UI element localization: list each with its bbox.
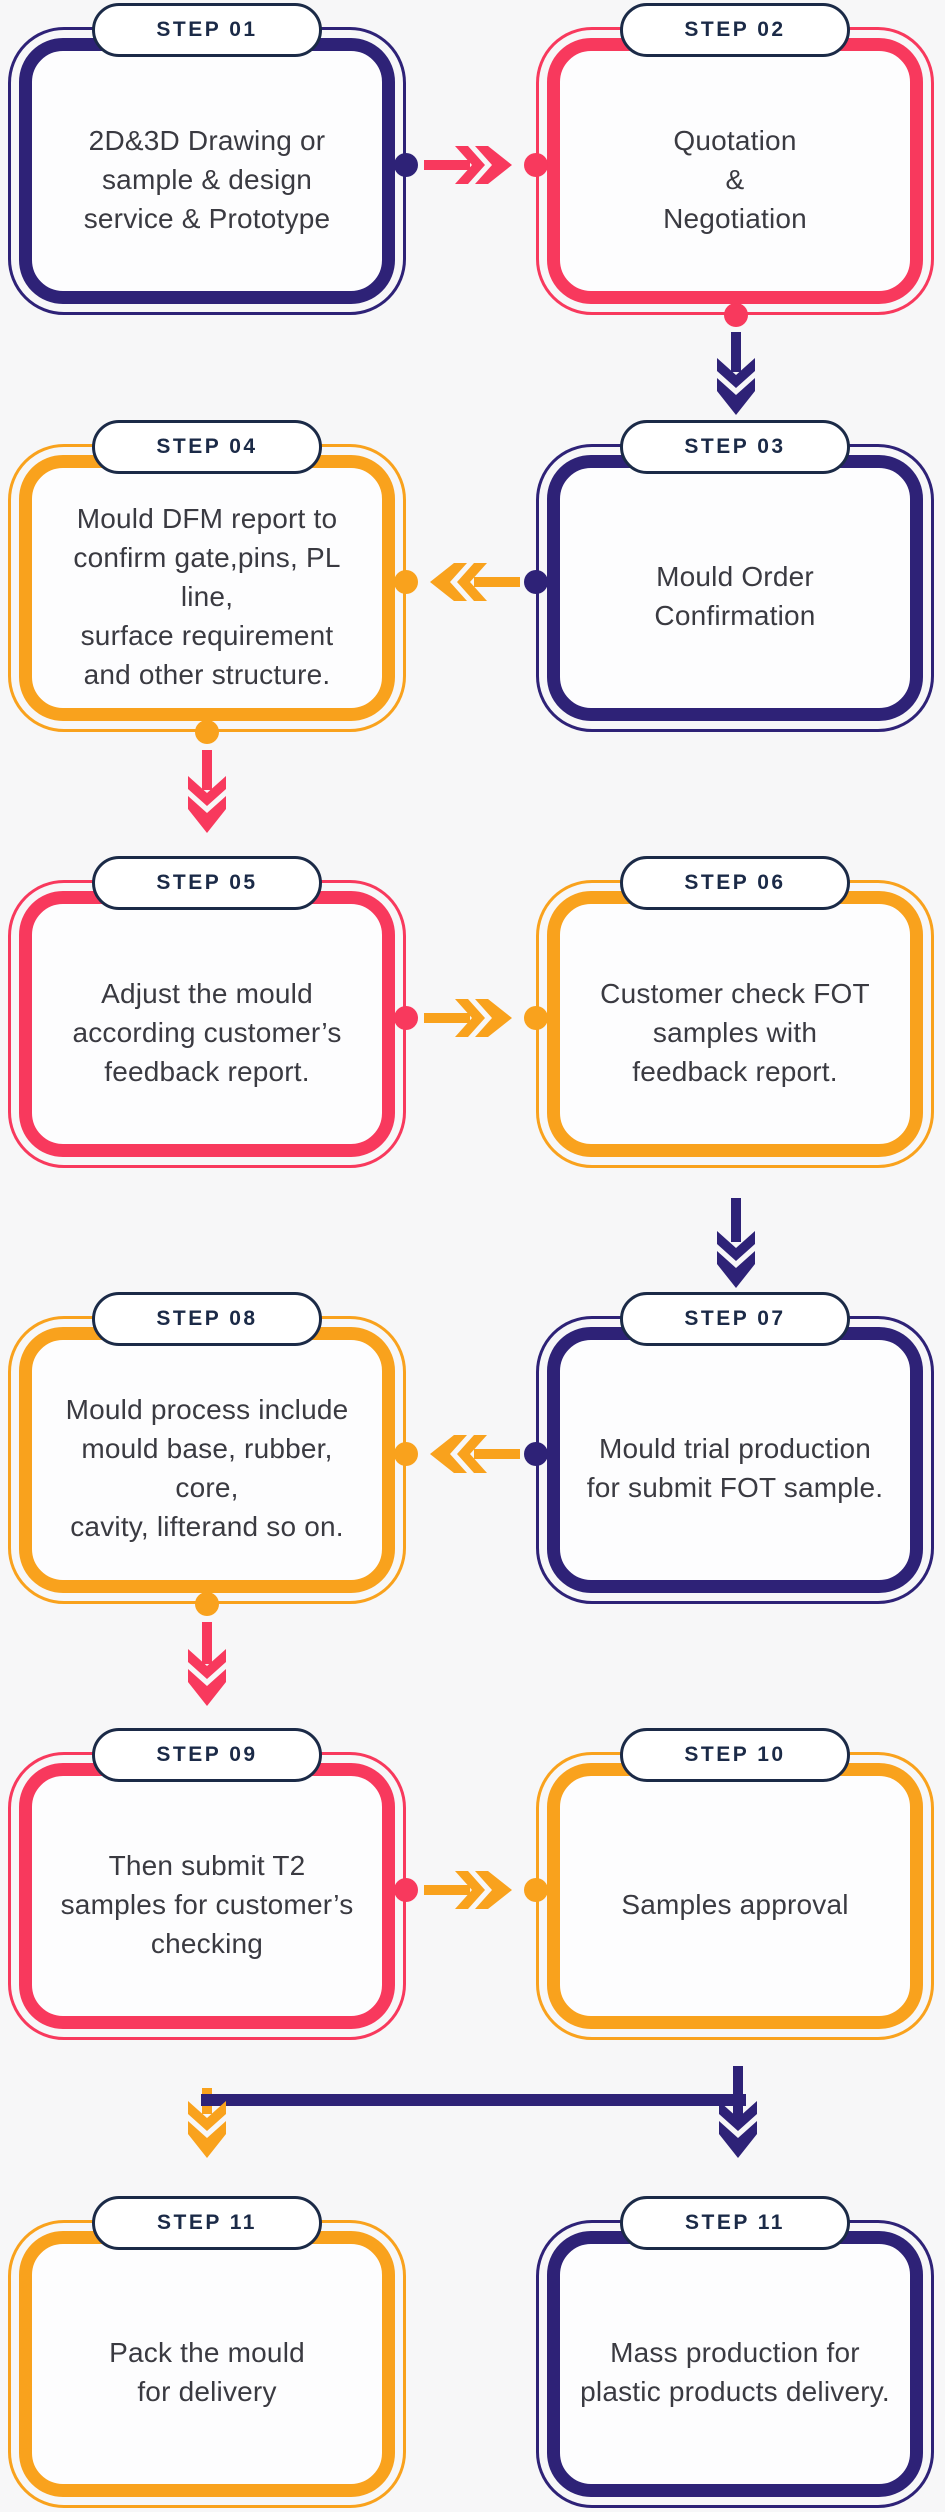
arrow-left-step07-step08	[394, 1435, 548, 1473]
step-07-label: STEP 07	[620, 1292, 850, 1346]
step-03-text: Mould Order Confirmation	[654, 561, 816, 631]
step-02-box: STEP 02 Quotation & Negotiation	[536, 3, 934, 315]
arrow-right-step05-step06	[394, 999, 548, 1037]
step-11-right-label: STEP 11	[620, 2196, 850, 2250]
step-10-text: Samples approval	[621, 1888, 849, 1920]
arrow-down-step02-step03	[717, 303, 755, 415]
step-02-label: STEP 02	[620, 3, 850, 57]
step-01-label: STEP 01	[92, 3, 322, 57]
step-09-label: STEP 09	[92, 1728, 322, 1782]
step-07-box: STEP 07 Mould trial production for submi…	[536, 1292, 934, 1604]
step-06-text: Customer check FOT samples with feedback…	[600, 977, 870, 1087]
step-09-body: Then submit T2 samples for customer’s ch…	[19, 1763, 395, 2029]
arrow-right-step01-step02	[394, 146, 548, 184]
step-03-label: STEP 03	[620, 420, 850, 474]
step-11-right-text: Mass production for plastic products del…	[580, 2337, 890, 2407]
step-03-body: Mould Order Confirmation	[547, 455, 923, 721]
arrow-left-step03-step04	[394, 563, 548, 601]
step-11-left-text: Pack the mould for delivery	[109, 2337, 305, 2407]
step-05-body: Adjust the mould according customer’s fe…	[19, 891, 395, 1157]
step-05-box: STEP 05 Adjust the mould according custo…	[8, 856, 406, 1168]
arrow-right-step09-step10	[394, 1871, 548, 1909]
step-08-text: Mould process include mould base, rubber…	[65, 1394, 349, 1542]
branch-step10-step11	[188, 2066, 757, 2158]
step-02-text: Quotation & Negotiation	[663, 124, 807, 234]
step-06-box: STEP 06 Customer check FOT samples with …	[536, 856, 934, 1168]
step-02-body: Quotation & Negotiation	[547, 38, 923, 304]
step-04-label: STEP 04	[92, 420, 322, 474]
step-04-body: Mould DFM report to confirm gate,pins, P…	[19, 455, 395, 721]
step-11-right-box: STEP 11 Mass production for plastic prod…	[536, 2196, 934, 2508]
step-08-label: STEP 08	[92, 1292, 322, 1346]
step-10-body: Samples approval	[547, 1763, 923, 2029]
arrow-down-step04-step05	[188, 720, 226, 833]
step-09-text: Then submit T2 samples for customer’s ch…	[60, 1849, 354, 1959]
step-06-label: STEP 06	[620, 856, 850, 910]
step-01-body: 2D&3D Drawing or sample & design service…	[19, 38, 395, 304]
step-11-left-body: Pack the mould for delivery	[19, 2231, 395, 2497]
step-09-box: STEP 09 Then submit T2 samples for custo…	[8, 1728, 406, 2040]
step-05-text: Adjust the mould according customer’s fe…	[72, 977, 342, 1087]
step-11-right-body: Mass production for plastic products del…	[547, 2231, 923, 2497]
step-10-box: STEP 10 Samples approval	[536, 1728, 934, 2040]
arrow-down-step08-step09	[188, 1592, 226, 1706]
step-07-body: Mould trial production for submit FOT sa…	[547, 1327, 923, 1593]
step-06-body: Customer check FOT samples with feedback…	[547, 891, 923, 1157]
step-08-body: Mould process include mould base, rubber…	[19, 1327, 395, 1593]
step-08-box: STEP 08 Mould process include mould base…	[8, 1292, 406, 1604]
step-04-box: STEP 04 Mould DFM report to confirm gate…	[8, 420, 406, 732]
step-07-text: Mould trial production for submit FOT sa…	[586, 1433, 884, 1503]
step-03-box: STEP 03 Mould Order Confirmation	[536, 420, 934, 732]
step-01-box: STEP 01 2D&3D Drawing or sample & design…	[8, 3, 406, 315]
step-10-label: STEP 10	[620, 1728, 850, 1782]
arrow-down-step06-step07	[717, 1198, 755, 1288]
step-11-left-box: STEP 11 Pack the mould for delivery	[8, 2196, 406, 2508]
step-04-text: Mould DFM report to confirm gate,pins, P…	[73, 502, 341, 690]
step-05-label: STEP 05	[92, 856, 322, 910]
step-01-text: 2D&3D Drawing or sample & design service…	[83, 124, 331, 234]
step-11-left-label: STEP 11	[92, 2196, 322, 2250]
